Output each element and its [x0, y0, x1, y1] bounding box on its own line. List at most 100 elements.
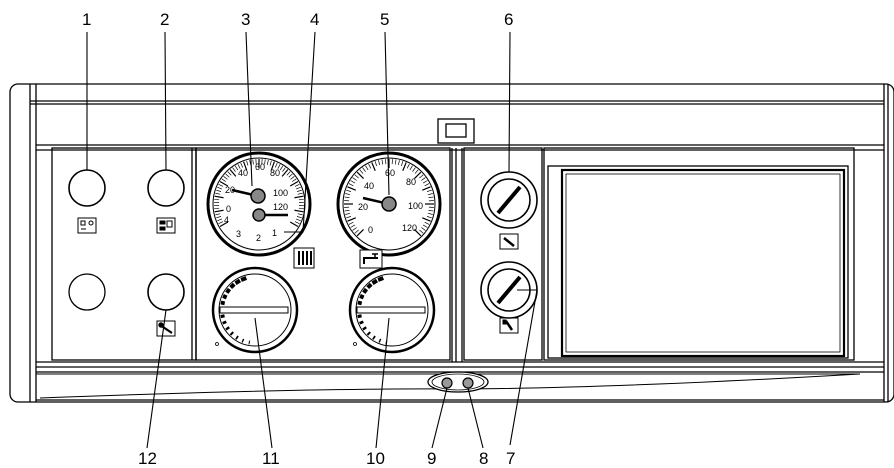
service-switch[interactable]	[147, 273, 185, 311]
callout-3: 3	[241, 10, 250, 29]
gauge-right-scale-20: 20	[358, 202, 368, 212]
knob-scale-mark	[234, 278, 242, 285]
gauge-tick-mark	[381, 159, 384, 165]
gauge-tick-mark	[281, 169, 289, 177]
gauge-tick-mark	[232, 167, 236, 172]
gauge-right-scale-40: 40	[364, 181, 374, 191]
gauge-tick-mark	[365, 165, 369, 171]
gauge-tick-mark	[297, 213, 303, 216]
gauge-tick-mark	[264, 159, 266, 165]
gauge-tick-mark	[354, 174, 359, 179]
gauge-tick-mark	[294, 183, 300, 187]
gauge-left-scale-80: 80	[270, 168, 280, 178]
gauge-tick-mark	[243, 161, 248, 171]
test-socket-9[interactable]	[441, 377, 453, 389]
blank-switch-position	[68, 273, 106, 311]
gauge-tick-mark	[428, 196, 434, 199]
callout-1: 1	[82, 10, 91, 29]
gauge-tick-mark	[219, 221, 229, 228]
gauge-right-scale-60: 60	[385, 168, 395, 178]
knob-scale-mark	[362, 326, 367, 331]
gauge-tick-mark	[240, 162, 244, 168]
callout-2: 2	[160, 10, 169, 29]
gauge-tick-mark	[216, 189, 222, 192]
gauge-tick-mark	[414, 229, 422, 237]
gauge-left-inner-1: 1	[272, 228, 277, 238]
knob-scale-mark	[372, 335, 376, 340]
callout-7: 7	[506, 449, 515, 468]
gauge-left-scale-60: 60	[255, 162, 265, 172]
fuse-bay	[463, 147, 543, 361]
knob-scale-mark	[357, 314, 362, 319]
emergency-switch[interactable]	[68, 169, 106, 207]
knob-scale-mark	[222, 320, 227, 325]
gauge-tick-mark	[216, 216, 222, 219]
gauge-tick-mark	[414, 171, 422, 179]
gauge-tick-mark	[345, 193, 351, 196]
emission-test-icon	[156, 217, 176, 234]
knob-scale-mark	[222, 293, 228, 300]
gauge-tick-mark	[223, 176, 228, 180]
gauge-left-scale-120: 120	[273, 202, 288, 212]
gauge-tick-mark	[426, 189, 432, 192]
gauge-tick-mark	[291, 178, 297, 182]
gauge-tick-mark	[217, 218, 223, 222]
gauge-tick-mark	[298, 198, 304, 201]
gauge-tick-mark	[234, 165, 239, 171]
gauge-tick-mark	[426, 216, 432, 219]
gauge-tick-mark	[249, 159, 252, 165]
gauge-tick-mark	[221, 178, 227, 182]
heating-temperature-knob[interactable]	[211, 266, 299, 354]
knob-scale-mark	[366, 282, 373, 290]
gauge-tick-mark	[374, 161, 377, 167]
gauge-tick-mark	[401, 161, 404, 167]
gauge-right-scale-80: 80	[406, 177, 416, 187]
gauge-tick-mark	[348, 221, 354, 225]
knob-scale-mark	[359, 320, 364, 325]
module-bay	[543, 147, 855, 361]
leader-lines	[86, 31, 538, 449]
gauge-tick-mark	[422, 180, 428, 184]
knob-scale-mark	[371, 278, 379, 285]
gauge-tick-mark	[371, 162, 376, 171]
gauge-tick-mark	[288, 173, 293, 178]
callout-4: 4	[310, 10, 319, 29]
callout-11: 11	[262, 449, 280, 468]
fuse-blown-icon	[499, 317, 519, 334]
gauge-tick-mark	[402, 162, 407, 171]
gauge-right-scale-120: 120	[402, 223, 417, 233]
gauge-tick-mark	[229, 169, 237, 177]
gauge-tick-mark	[279, 165, 284, 171]
knob-scale-mark	[241, 338, 245, 343]
gauge-tick-mark	[237, 164, 241, 169]
gauge-tick-mark	[277, 164, 281, 169]
gauge-tick-mark	[414, 169, 419, 174]
knob-scale-mark	[225, 287, 232, 294]
knob-scale-mark	[362, 287, 369, 294]
gauge-tick-mark	[344, 196, 350, 199]
wrench-service-icon	[156, 320, 176, 337]
emission-test-switch[interactable]	[147, 169, 185, 207]
knob-scale-mark	[377, 276, 385, 282]
gauge-bay	[195, 147, 463, 362]
gauge-tick-mark	[266, 159, 269, 165]
callout-8: 8	[479, 449, 488, 468]
callout-6: 6	[504, 10, 513, 29]
gauge-tick-mark	[296, 216, 302, 219]
gauge-tick-mark	[362, 167, 366, 172]
gauge-tick-mark	[427, 193, 433, 196]
gauge-tick-mark	[406, 163, 410, 169]
gauge-tick-mark	[294, 209, 304, 213]
hot-water-temperature-knob[interactable]	[348, 266, 436, 354]
gauge-tick-mark	[297, 192, 303, 195]
knob-scale-mark	[248, 340, 251, 345]
gauge-tick-mark	[354, 229, 359, 234]
gauge-left-inner-2: 2	[256, 233, 261, 243]
hot-water-thermometer: 0 20 40 60 80 100 120	[336, 151, 442, 257]
fuse-holder-6[interactable]	[480, 171, 538, 229]
knob-scale-mark	[225, 326, 230, 331]
gauge-tick-mark	[227, 171, 232, 176]
display-window	[437, 118, 475, 144]
test-socket-8[interactable]	[462, 377, 474, 389]
gauge-tick-mark	[214, 198, 220, 201]
